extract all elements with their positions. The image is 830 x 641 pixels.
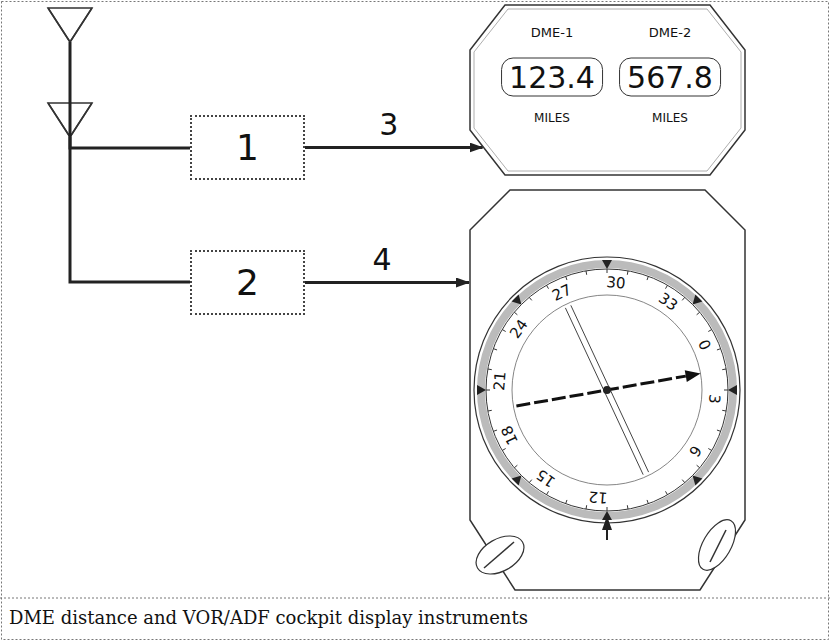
card-tick xyxy=(529,480,532,483)
card-tick xyxy=(607,507,608,511)
antenna-symbol xyxy=(48,8,92,42)
lubber-mark xyxy=(606,530,608,540)
card-tick xyxy=(666,491,668,494)
index-mark xyxy=(728,385,737,395)
display-case xyxy=(470,5,745,175)
card-tick xyxy=(708,330,711,332)
compass-number: 12 xyxy=(587,488,607,506)
card-tick xyxy=(682,480,685,483)
callout-number: 4 xyxy=(372,243,391,276)
card-inner-ring xyxy=(512,295,702,485)
signal-arrow xyxy=(305,281,469,284)
signal-arrow xyxy=(305,146,483,149)
knob-mark xyxy=(710,530,726,562)
box-number: 1 xyxy=(236,127,259,168)
needle-hub xyxy=(603,386,611,394)
index-mark xyxy=(512,295,522,305)
card-tick xyxy=(708,449,711,451)
instrument-case xyxy=(470,190,745,590)
bearing-needle xyxy=(571,305,649,472)
figure-caption: DME distance and VOR/ADF cockpit display… xyxy=(9,608,528,628)
card-tick xyxy=(717,430,721,431)
knob-mark xyxy=(484,542,514,568)
compass-ring xyxy=(481,264,733,516)
compass-number: 30 xyxy=(606,274,626,292)
card-tick xyxy=(647,500,648,504)
card-tick xyxy=(697,465,700,468)
pointer-head xyxy=(685,370,701,382)
card-tick xyxy=(697,312,700,315)
card-tick xyxy=(724,390,728,391)
compass-ring xyxy=(486,269,728,511)
feed-line xyxy=(70,42,190,148)
card-tick xyxy=(627,271,629,275)
index-mark xyxy=(477,385,486,395)
card-tick xyxy=(585,505,587,509)
instrument-outline xyxy=(470,190,745,590)
feed-line xyxy=(70,137,190,282)
card-tick xyxy=(722,368,726,370)
dme-text: MILES xyxy=(652,112,688,125)
rmi-instrument: 3033036121518212427 xyxy=(470,190,745,590)
selector-knob xyxy=(691,514,743,576)
display-bezel xyxy=(474,9,741,171)
card-tick xyxy=(682,297,685,300)
card-tick xyxy=(547,491,549,494)
card-tick xyxy=(514,312,517,315)
card-tick xyxy=(666,285,668,288)
card-tick xyxy=(585,271,587,275)
index-mark xyxy=(602,260,612,269)
card-tick xyxy=(488,368,492,370)
bearing-pointer xyxy=(516,376,685,406)
bezel-ring xyxy=(474,257,740,523)
card-tick xyxy=(566,500,567,504)
card-tick xyxy=(488,410,492,412)
bearing-needle xyxy=(565,308,643,475)
card-tick xyxy=(493,349,497,350)
lubber-mark xyxy=(602,516,612,530)
compass-number: 21 xyxy=(491,370,509,390)
card-tick xyxy=(547,285,549,288)
card-tick xyxy=(529,297,532,300)
receiver-box: 1 xyxy=(190,115,305,180)
card-tick xyxy=(566,276,567,280)
card-tick xyxy=(502,330,505,332)
card-tick xyxy=(717,349,721,350)
compass-number: 3 xyxy=(705,394,722,405)
caption-divider xyxy=(0,598,830,599)
card-tick xyxy=(647,276,648,280)
selector-knob xyxy=(469,528,530,582)
dme-text: MILES xyxy=(534,112,570,125)
dme-text: DME-2 xyxy=(649,26,691,40)
card-tick xyxy=(514,465,517,468)
index-mark xyxy=(512,476,522,486)
index-mark xyxy=(693,295,703,305)
card-tick xyxy=(607,269,608,273)
distance-readout: 123.4 xyxy=(501,58,603,97)
card-tick xyxy=(493,430,497,431)
callout-number: 3 xyxy=(379,108,398,141)
receiver-box: 2 xyxy=(190,250,305,315)
card-tick xyxy=(627,505,629,509)
box-number: 2 xyxy=(236,262,259,303)
distance-readout: 567.8 xyxy=(619,58,721,97)
index-mark xyxy=(693,476,703,486)
dme-display: DME-1 123.4MILES DME-2 567.8MILES xyxy=(470,5,745,175)
card-tick xyxy=(722,410,726,412)
card-tick xyxy=(486,390,490,391)
dme-text: DME-1 xyxy=(531,26,573,40)
card-tick xyxy=(502,449,505,451)
